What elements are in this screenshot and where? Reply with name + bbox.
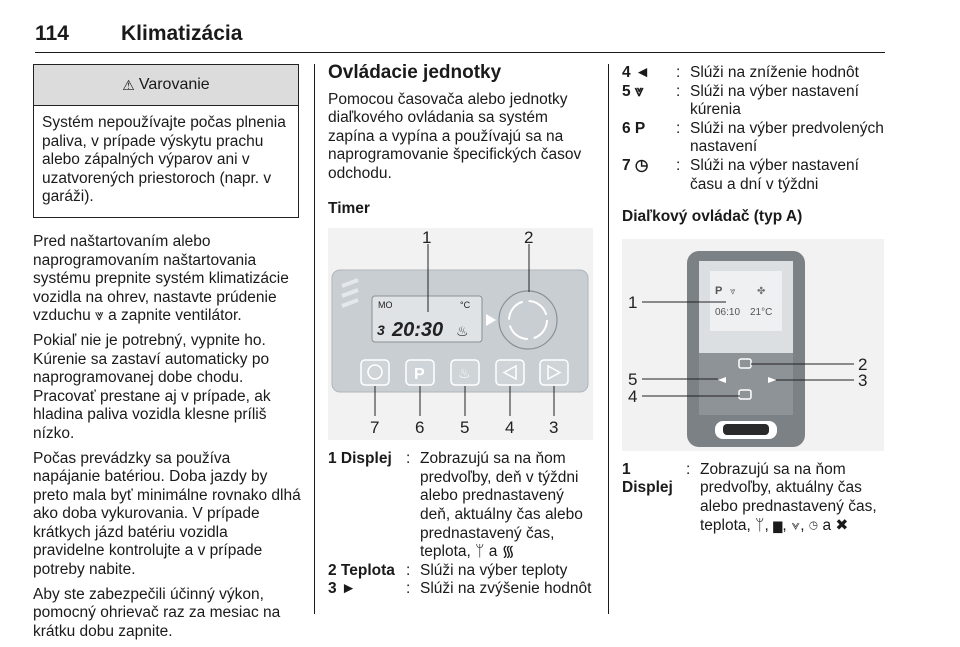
increase-button[interactable]: [539, 359, 569, 386]
def-label: 1 Displej: [622, 461, 680, 535]
warning-box: ⚠ Varovanie Systém nepoužívajte počas pl…: [33, 64, 299, 218]
header-rule: [35, 52, 885, 53]
def-text: Slúži na zvýšenie hodnôt: [420, 580, 592, 598]
callout-lines: [374, 244, 555, 417]
temperature-knob: [498, 290, 558, 350]
page-title: Klimatizácia: [121, 22, 243, 45]
callout-label: 5: [628, 370, 637, 389]
def-label: 5 ⩔: [622, 82, 644, 100]
timer-display: [371, 295, 483, 343]
callout-label: 6: [415, 418, 424, 437]
heating-icon: ♨: [458, 365, 471, 381]
remote-figure: P ⩔ ✤ 06:10 21°C 1 5 4 2 3: [622, 238, 884, 451]
screen-time: 06:10: [715, 307, 740, 318]
warning-triangle-icon: ⚠: [122, 76, 135, 93]
def-label-number: 1: [622, 460, 631, 478]
timer-definitions-cont: 4 ◄: Slúži na zníženie hodnôt 5 ⩔: Slúži…: [622, 64, 892, 194]
remote-definitions: 1 Displej : Zobrazujú sa na ňom predvoľb…: [622, 461, 892, 535]
def-text: Zobrazujú sa na ňom predvoľby, aktuálny …: [700, 460, 877, 534]
def-label: 4 ◄: [622, 64, 651, 81]
left-button[interactable]: [718, 376, 726, 383]
column-divider: [608, 64, 609, 614]
display-day-number: 3: [377, 322, 385, 338]
callout-label: 4: [505, 418, 514, 437]
timer-buttons: P ♨: [360, 359, 569, 386]
callout-label: 2: [858, 355, 867, 374]
left-arrow-icon: [502, 364, 517, 381]
column-divider: [314, 64, 315, 614]
def-label-text: Displej: [622, 479, 673, 497]
def-text: Slúži na výber nastavení času a dní v tý…: [690, 156, 859, 193]
clock-icon: [367, 364, 383, 380]
def-text: Slúži na výber nastavení kúrenia: [690, 82, 859, 119]
paragraph: Počas prevádzky sa používa napájanie bat…: [33, 449, 301, 579]
callout-label: 1: [422, 228, 431, 247]
display-time: 20:30: [391, 319, 443, 341]
paragraph: Pokiaľ nie je potrebný, vypnite ho. Kúre…: [33, 331, 271, 442]
column-2: Ovládacie jednotky Pomocou časovača aleb…: [328, 62, 596, 599]
clock-button[interactable]: [360, 359, 390, 386]
timer-definitions: 1 Displej: Zobrazujú sa na ňom predvoľby…: [328, 450, 596, 599]
heat-icon: ♨: [456, 323, 469, 339]
decrease-button[interactable]: [495, 359, 525, 386]
display-day-label: MO: [378, 300, 393, 310]
def-label: 1 Displej: [328, 450, 392, 468]
def-text: Slúži na zníženie hodnôt: [690, 64, 859, 81]
callout-label: 3: [858, 371, 867, 390]
display-unit: °C: [460, 300, 471, 310]
def-label: 2 Teplota: [328, 561, 395, 579]
def-label: 7 ◷: [622, 156, 649, 174]
section-heading: Ovládacie jednotky: [328, 62, 502, 83]
def-text: Zobrazujú sa na ňom predvoľby, deň v týž…: [420, 450, 583, 561]
callout-lines: [642, 301, 854, 397]
warning-text: Systém nepoužívajte počas plnenia paliva…: [42, 114, 286, 206]
remote-subheading: Diaľkový ovládač (typ A): [622, 208, 803, 226]
right-arrow-icon: [547, 364, 562, 381]
callout-label: 7: [370, 418, 379, 437]
knob-arrow-icon: [486, 314, 496, 327]
heat-button[interactable]: [738, 389, 752, 400]
def-label: 3 ►: [328, 580, 357, 598]
screen-preset: P: [715, 285, 722, 297]
right-button[interactable]: [768, 376, 776, 383]
preset-button[interactable]: [405, 359, 435, 386]
def-label: 6 P: [622, 119, 646, 137]
callout-label: 1: [628, 293, 637, 312]
column-1: ⚠ Varovanie Systém nepoužívajte počas pl…: [33, 64, 301, 647]
page-header: 114 Klimatizácia: [35, 22, 885, 53]
screen-temp: 21°C: [750, 307, 772, 318]
callout-label: 2: [524, 228, 533, 247]
def-text: Slúži na výber teploty: [420, 561, 568, 579]
page-number: 114: [35, 22, 69, 45]
warning-header: ⚠ Varovanie: [34, 65, 298, 106]
timer-subheading: Timer: [328, 199, 370, 217]
screen-heat-icon: ⩔: [730, 286, 736, 297]
column-3: 4 ◄: Slúži na zníženie hodnôt 5 ⩔: Slúži…: [622, 64, 892, 535]
screen-fan-icon: ✤: [757, 286, 765, 297]
paragraph: Pred naštartovaním alebo naprogramovaním…: [33, 232, 289, 325]
callout-label: 3: [549, 418, 558, 437]
heating-button[interactable]: [450, 359, 480, 386]
vent-icon: [341, 278, 359, 309]
intro-paragraph: Pomocou časovača alebo jednotky diaľkové…: [328, 90, 582, 182]
callout-label: 4: [628, 387, 637, 406]
timer-figure: MO °C 3 20:30 ♨ P ♨: [328, 228, 593, 441]
paragraph: Aby ste zabezpečili účinný výkon, pomocn…: [33, 585, 281, 640]
preset-p-icon: P: [414, 366, 425, 383]
warning-title: Varovanie: [138, 75, 210, 93]
callout-label: 5: [460, 418, 469, 437]
def-text: Slúži na výber predvolených nastavení: [690, 119, 884, 156]
